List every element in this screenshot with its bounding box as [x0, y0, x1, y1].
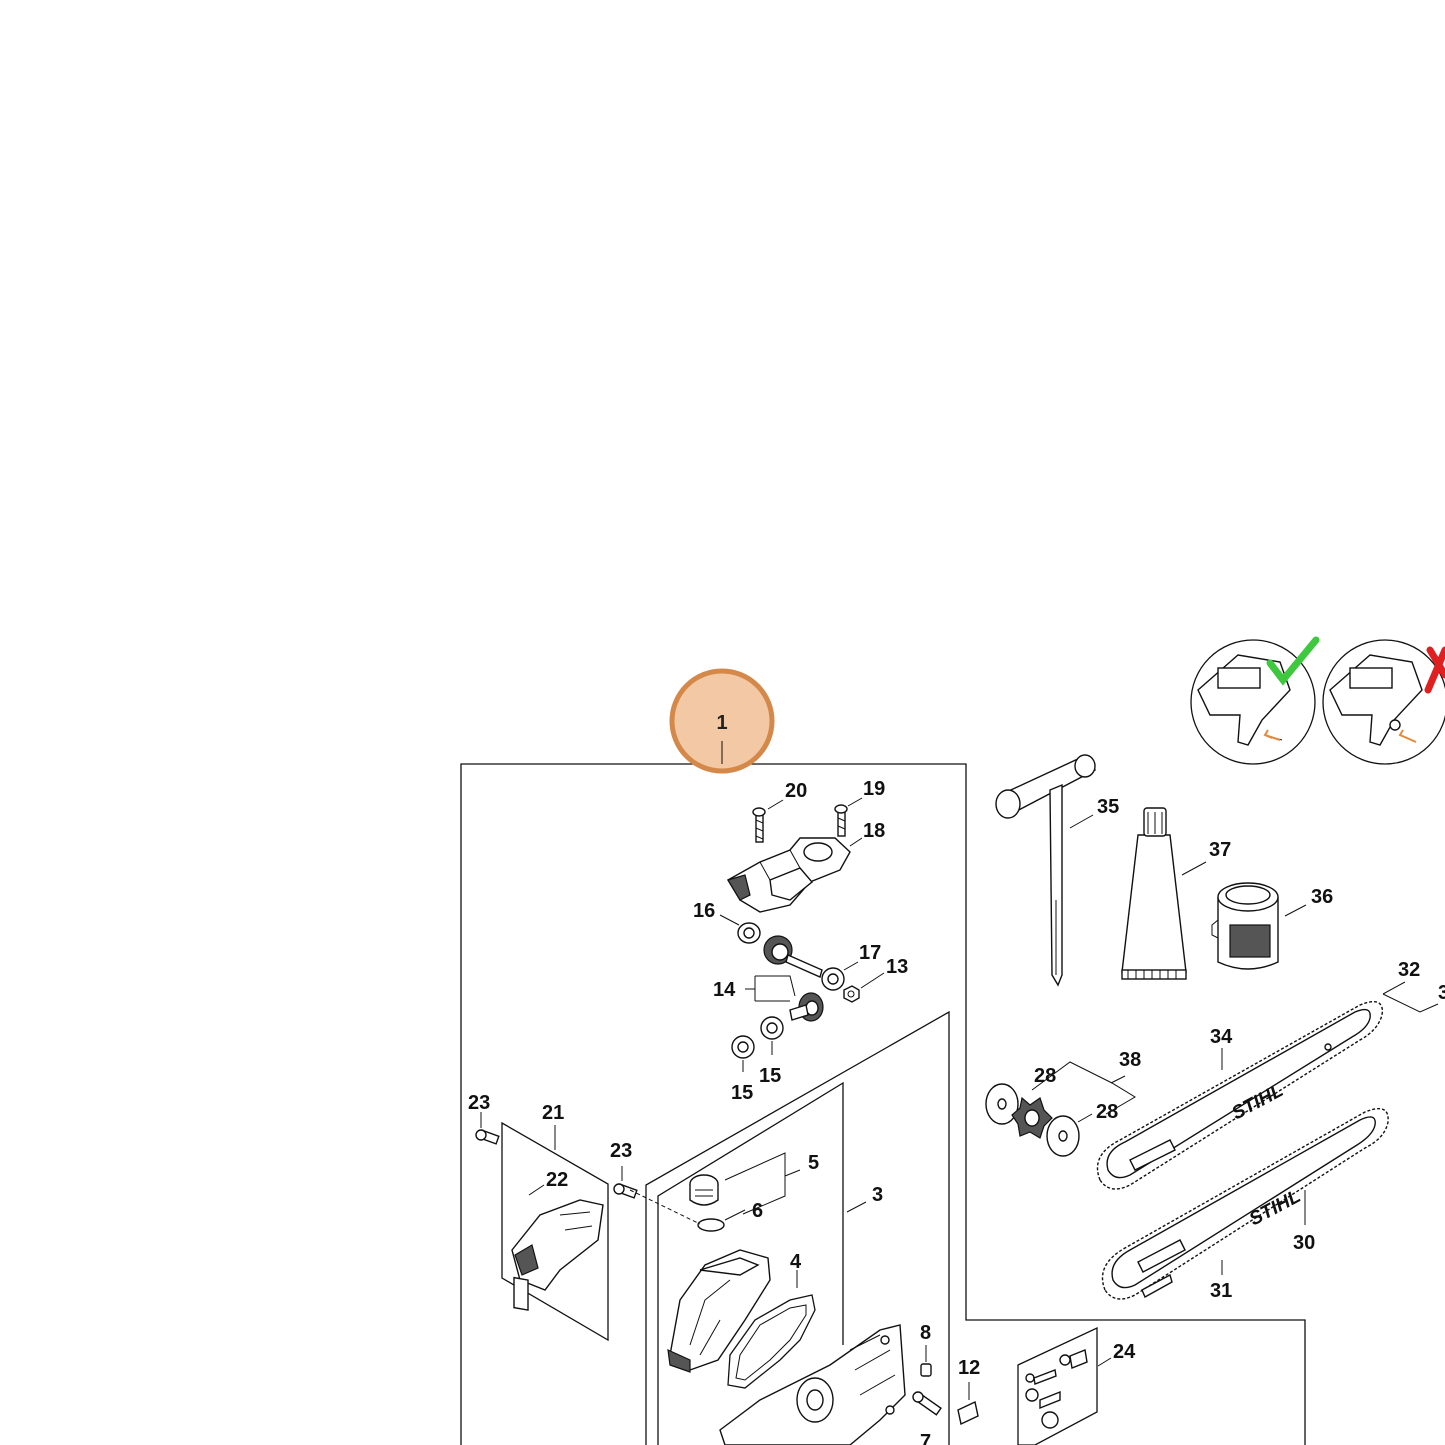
label-4: 4 — [790, 1251, 802, 1273]
grease-container-36 — [1211, 882, 1307, 970]
sub-assembly-inner-outline — [657, 1081, 844, 1445]
label-12: 12 — [958, 1357, 980, 1379]
label-5: 5 — [808, 1152, 819, 1174]
gasket-4 — [727, 1270, 816, 1389]
label-15b: 15 — [759, 1065, 781, 1087]
label-18: 18 — [863, 820, 885, 842]
label-15a: 15 — [731, 1082, 753, 1104]
green-check-icon — [1266, 636, 1320, 686]
label-8: 8 — [920, 1322, 931, 1344]
label-6: 6 — [752, 1200, 763, 1222]
label-7: 7 — [920, 1431, 931, 1445]
screw-20 — [752, 799, 784, 843]
red-x-icon — [1424, 646, 1445, 694]
wrench-35 — [995, 754, 1097, 987]
guide-bar-30: STIHL — [1101, 1108, 1389, 1300]
cover-21 — [501, 1121, 609, 1342]
label-36: 36 — [1311, 886, 1333, 908]
label-17: 17 — [859, 942, 881, 964]
label-24: 24 — [1113, 1341, 1136, 1363]
label-35: 35 — [1097, 796, 1119, 818]
oil-tank — [667, 1249, 771, 1373]
kit-24 — [1017, 1326, 1112, 1445]
gear-housing — [727, 837, 863, 913]
label-28-top: 28 — [1034, 1065, 1056, 1087]
bearing-15b — [760, 1016, 784, 1055]
label-3-right: 3 — [1438, 982, 1445, 1004]
screw-7 — [912, 1391, 942, 1416]
label-20: 20 — [785, 780, 807, 802]
label-19: 19 — [863, 778, 885, 800]
part-12 — [957, 1382, 979, 1426]
bearing-16 — [719, 914, 761, 944]
correct-position-image — [1190, 636, 1320, 765]
screw-23-left — [475, 1112, 500, 1145]
label-38: 38 — [1119, 1049, 1141, 1071]
grease-tube-37 — [1121, 807, 1207, 980]
label-32: 32 — [1398, 959, 1420, 981]
gear-shaft — [763, 935, 823, 978]
seal-6 — [629, 1189, 746, 1232]
label-31: 31 — [1210, 1280, 1232, 1302]
sprocket-cover — [719, 1324, 906, 1445]
label-37: 37 — [1209, 839, 1231, 861]
label-30: 30 — [1293, 1232, 1315, 1254]
guide-bar-34: STIHL — [1096, 1001, 1384, 1190]
callout-bubble[interactable]: 1 — [669, 668, 775, 774]
screw-23-mid — [613, 1166, 638, 1199]
oil-cap-5 — [689, 1152, 801, 1215]
label-16: 16 — [693, 900, 715, 922]
callout-label: 1 — [716, 712, 727, 734]
assembly-outline — [460, 763, 1306, 1445]
label-3: 3 — [872, 1184, 883, 1206]
spur-gear-14 — [745, 975, 824, 1022]
label-13: 13 — [886, 956, 908, 978]
pin-8 — [920, 1345, 932, 1377]
label-22: 22 — [546, 1169, 568, 1191]
label-21: 21 — [542, 1102, 564, 1124]
nut-13 — [843, 972, 885, 1003]
bearing-15a — [731, 1035, 755, 1072]
label-28-bottom: 28 — [1096, 1101, 1118, 1123]
label-14: 14 — [713, 979, 736, 1001]
label-23-left: 23 — [468, 1092, 490, 1114]
bearing-17 — [821, 961, 859, 991]
label-23-mid: 23 — [610, 1140, 632, 1162]
screw-19 — [834, 797, 863, 837]
label-34: 34 — [1210, 1026, 1233, 1048]
wrong-position-image — [1322, 639, 1445, 765]
sprocket-kit-38 — [985, 1061, 1136, 1157]
sub-assembly-outline — [645, 1010, 950, 1445]
